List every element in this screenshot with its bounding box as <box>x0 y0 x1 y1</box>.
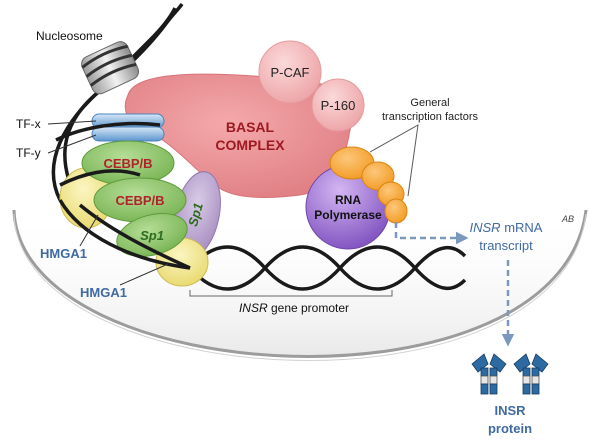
hmga1-lower-pointer <box>119 263 169 286</box>
tf-y-pointer <box>47 134 97 154</box>
protein-label-line2: protein <box>488 421 532 436</box>
protein-label-line1: INSR <box>494 403 526 418</box>
basal-complex-label-line2: COMPLEX <box>215 137 285 153</box>
pcaf-label: P-CAF <box>271 65 310 80</box>
tf-x-label: TF-x <box>16 117 41 131</box>
rna-polymerase-label-line1: RNA <box>335 193 361 207</box>
nucleosome-label: Nucleosome <box>36 29 103 43</box>
tf-y-label: TF-y <box>16 146 41 160</box>
p160-label: P-160 <box>321 98 356 113</box>
p160-node <box>311 78 365 132</box>
cebpb-lower-label: CEBP/B <box>115 193 164 208</box>
dna-helix-promoter <box>188 245 467 291</box>
general-tf-label-line1: General <box>410 97 449 109</box>
tf-x-pointer <box>47 120 97 125</box>
insr-receptor-icon-right <box>513 353 549 395</box>
watermark-initials: AB <box>561 214 574 224</box>
general-tf-label-line2: transcription factors <box>382 111 478 123</box>
sp1-left-label: Sp1 <box>140 228 164 243</box>
nucleosome-icon <box>81 41 140 95</box>
basal-complex-label-line1: BASAL <box>226 119 275 135</box>
promoter-label: INSR gene promoter <box>239 301 349 315</box>
dna-wrap <box>55 121 191 270</box>
insr-receptor-icon-left <box>471 353 507 395</box>
rna-polymerase-label-line2: Polymerase <box>314 208 382 222</box>
promoter-bracket <box>189 290 393 297</box>
sp1-right-label: Sp1 <box>185 201 206 228</box>
transcription-arrow <box>394 222 469 245</box>
general-tf-pointer-lines <box>369 124 419 197</box>
mrna-label-line1: INSR mRNA <box>470 220 543 235</box>
hmga1-lower-label: HMGA1 <box>80 285 127 300</box>
pcaf-node <box>258 40 322 104</box>
cebpb-upper-label: CEBP/B <box>103 156 152 171</box>
hmga1-upper-pointer <box>79 214 99 247</box>
general-tf-blobs <box>329 146 408 224</box>
mrna-label-line2: transcript <box>479 238 533 253</box>
hmga1-upper-label: HMGA1 <box>40 246 87 261</box>
